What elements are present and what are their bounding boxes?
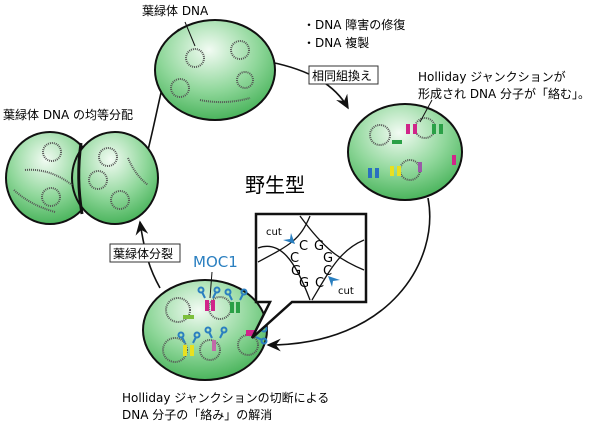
holliday-label-2: 形成され DNA 分子が「絡む」。 [418, 86, 590, 101]
cut-arrow-icon [328, 276, 340, 287]
moc1-scissors-icon [177, 286, 268, 345]
distribution-label: 葉緑体 DNA の均等分配 [3, 107, 133, 122]
bottom-label-2: DNA 分子の「絡み」の解消 [122, 407, 272, 422]
top-cell-label: 葉緑体 DNA [142, 3, 209, 18]
holliday-junction-inset: cut cut C G C G G C G C [250, 212, 368, 339]
base: C [299, 239, 308, 254]
chloroplast-right [347, 99, 463, 201]
chloroplast-bottom [142, 271, 268, 381]
repair-label: ・DNA 障害の修復 [303, 17, 405, 32]
bottom-label-1: Holliday ジャンクションの切断による [122, 390, 329, 405]
cut-label-2: cut [338, 286, 354, 297]
division-label: 葉緑体分裂 [113, 246, 173, 261]
cut-arrow-icon [283, 233, 295, 244]
base: C [323, 264, 332, 279]
arrow-right-to-bottom [266, 197, 431, 352]
base: G [323, 251, 333, 266]
wild-type-title: 野生型 [245, 173, 305, 197]
holliday-label-1: Holliday ジャンクションが [418, 69, 566, 84]
base: G [314, 239, 324, 254]
base: C [290, 251, 299, 266]
base: C [315, 276, 324, 291]
chloroplast-top [154, 19, 276, 121]
cut-label-1: cut [266, 227, 282, 238]
recombination-label: 相同組換え [312, 69, 372, 83]
replication-label: ・DNA 複製 [303, 35, 369, 50]
moc1-label: MOC1 [193, 253, 238, 271]
chloroplast-dividing [5, 131, 159, 225]
base: G [299, 276, 309, 291]
base: G [291, 264, 301, 279]
